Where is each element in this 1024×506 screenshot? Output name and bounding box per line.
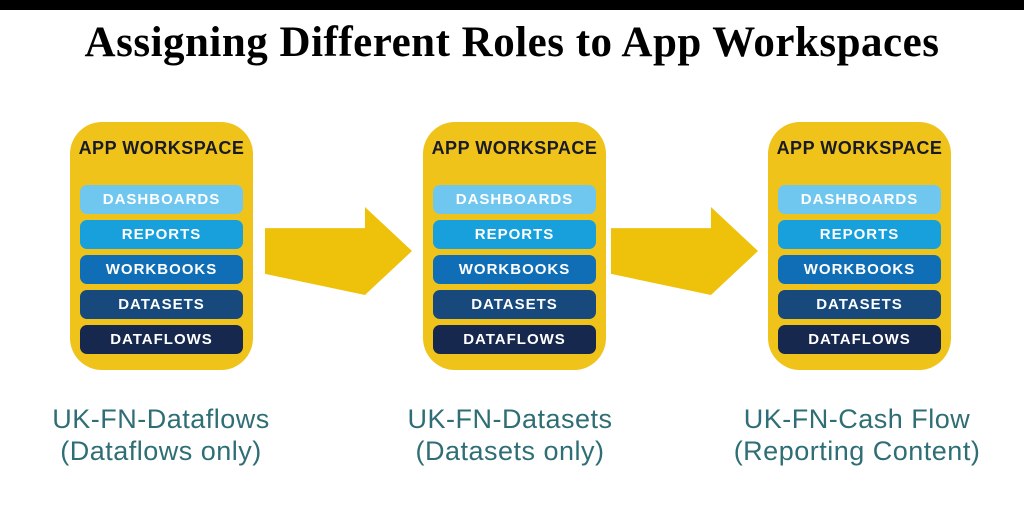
- workspace-caption-2: UK-FN-Datasets (Datasets only): [355, 404, 665, 468]
- bar-workbooks: WORKBOOKS: [778, 255, 941, 284]
- bar-dataflows: DATAFLOWS: [80, 325, 243, 354]
- top-border-bar: [0, 0, 1024, 10]
- workspace-bars: DASHBOARDS REPORTS WORKBOOKS DATASETS DA…: [778, 185, 941, 354]
- caption-line-1: UK-FN-Dataflows: [52, 404, 270, 434]
- workspace-header: APP WORKSPACE: [431, 138, 598, 158]
- bar-workbooks: WORKBOOKS: [80, 255, 243, 284]
- caption-line-2: (Dataflows only): [60, 435, 262, 466]
- app-workspace-card-2: APP WORKSPACE DASHBOARDS REPORTS WORKBOO…: [423, 122, 606, 370]
- app-workspace-card-1: APP WORKSPACE DASHBOARDS REPORTS WORKBOO…: [70, 122, 253, 370]
- bar-dataflows: DATAFLOWS: [778, 325, 941, 354]
- bar-datasets: DATASETS: [778, 290, 941, 319]
- right-arrow-icon: [265, 207, 412, 295]
- app-workspace-card-3: APP WORKSPACE DASHBOARDS REPORTS WORKBOO…: [768, 122, 951, 370]
- caption-line-2: (Reporting Content): [733, 435, 981, 466]
- bar-reports: REPORTS: [433, 220, 596, 249]
- right-arrow-icon: [611, 207, 758, 295]
- bar-dashboards: DASHBOARDS: [433, 185, 596, 214]
- workspace-header: APP WORKSPACE: [78, 138, 245, 158]
- workspace-caption-3: UK-FN-Cash Flow (Reporting Content): [702, 404, 1012, 468]
- workspace-bars: DASHBOARDS REPORTS WORKBOOKS DATASETS DA…: [433, 185, 596, 354]
- bar-datasets: DATASETS: [433, 290, 596, 319]
- bar-dashboards: DASHBOARDS: [80, 185, 243, 214]
- workspace-caption-1: UK-FN-Dataflows (Dataflows only): [6, 404, 316, 468]
- bar-reports: REPORTS: [778, 220, 941, 249]
- bar-workbooks: WORKBOOKS: [433, 255, 596, 284]
- caption-line-2: (Datasets only): [415, 435, 605, 466]
- bar-datasets: DATASETS: [80, 290, 243, 319]
- caption-line-1: UK-FN-Cash Flow: [743, 404, 971, 434]
- page-title: Assigning Different Roles to App Workspa…: [84, 19, 940, 66]
- caption-line-1: UK-FN-Datasets: [407, 404, 613, 434]
- bar-reports: REPORTS: [80, 220, 243, 249]
- workspace-header: APP WORKSPACE: [776, 138, 943, 158]
- workspace-bars: DASHBOARDS REPORTS WORKBOOKS DATASETS DA…: [80, 185, 243, 354]
- bar-dashboards: DASHBOARDS: [778, 185, 941, 214]
- bar-dataflows: DATAFLOWS: [433, 325, 596, 354]
